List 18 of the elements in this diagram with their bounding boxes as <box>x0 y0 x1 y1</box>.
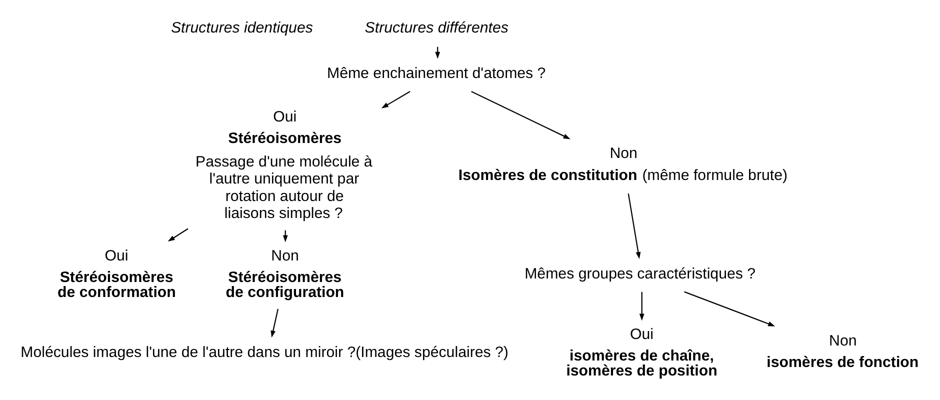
arrow <box>471 90 570 140</box>
node-text: Non Stéréoisomères de configuration <box>226 247 344 302</box>
arrow <box>168 228 188 242</box>
node-text: Structures différentes <box>364 19 508 36</box>
node-text: Structures identiques <box>170 19 313 36</box>
node-text: Même enchainement d'atomes ? <box>326 64 546 82</box>
node-text: Oui isomères de chaîne, isomères de position <box>566 326 718 380</box>
node-text: Molécules images l'une de l'autre dans un miroir ?(Images spéculaires ?) <box>20 344 508 361</box>
node-text: Oui Stéréoisomères Passage d'une molécule à l'autre uniquement par rotation autour de liaisons simples ? <box>196 108 372 222</box>
node-text: Oui Stéréoisomères de conformation <box>58 247 176 302</box>
node-text: Non Isomères de constitution (même formule brute) <box>458 145 788 184</box>
node-text: Non isomères de fonction <box>766 332 919 372</box>
node-text: Mêmes groupes caractéristiques ? <box>524 265 756 282</box>
arrow <box>381 90 410 108</box>
arrow <box>684 291 776 326</box>
arrow <box>628 194 641 260</box>
arrow <box>639 292 644 321</box>
arrow <box>270 308 279 338</box>
